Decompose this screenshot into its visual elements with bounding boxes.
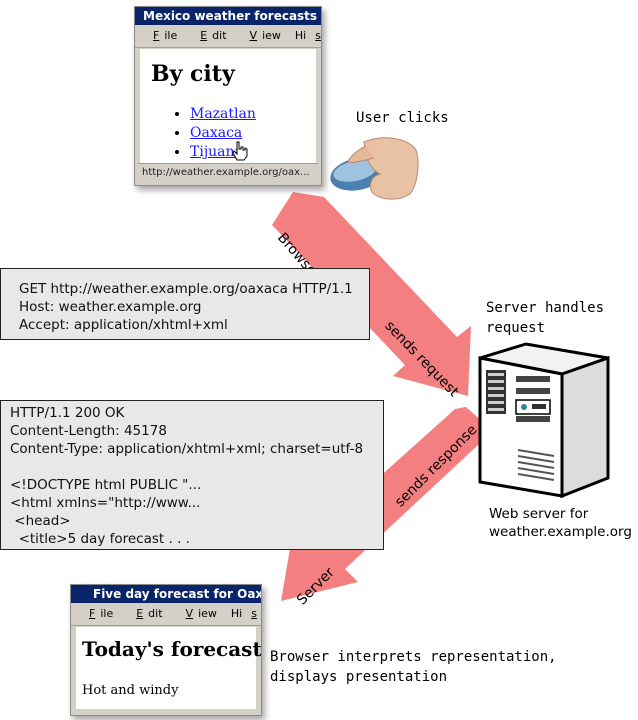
browser-interprets-label: Browser interprets representation, displ… xyxy=(270,649,557,685)
menu-bar: FileEditViewHistoryBoo xyxy=(135,25,321,48)
hand-cursor-icon xyxy=(232,141,248,161)
page-heading: By city xyxy=(151,61,235,87)
request-arrow xyxy=(272,192,471,396)
menu-history[interactable]: History xyxy=(230,607,257,620)
browser-title: Mexico weather forecasts - xyxy=(135,7,321,25)
server-caption: Web server for weather.example.org xyxy=(489,506,632,540)
link[interactable]: Oaxaca xyxy=(190,125,243,141)
http-request-box: GET http://weather.example.org/oaxaca HT… xyxy=(0,268,370,340)
city-link-oaxaca[interactable]: Oaxaca xyxy=(190,124,256,143)
response-arrow xyxy=(281,407,493,601)
menu-bar: FileEditViewHistoryBook xyxy=(71,603,261,626)
city-link-mazatlan[interactable]: Mazatlan xyxy=(190,105,256,124)
server-handles-label: Server handles request xyxy=(486,300,605,336)
page-content: Today's forecast Hot and windy xyxy=(76,627,261,709)
user-clicks-label: User clicks xyxy=(356,110,449,126)
city-list: Mazatlan Oaxaca Tijuana xyxy=(154,105,256,162)
page-content: By city Mazatlan Oaxaca Tijuana xyxy=(140,49,316,163)
status-bar: http://weather.example.org/oax... xyxy=(138,163,318,182)
browser-title: Five day forecast for Oaxaca - xyxy=(71,585,261,603)
mouse-hand-icon xyxy=(330,137,419,200)
forecast-text: Hot and windy xyxy=(82,683,179,698)
link[interactable]: Mazatlan xyxy=(190,106,256,122)
server-icon xyxy=(478,342,610,499)
city-link-tijuana[interactable]: Tijuana xyxy=(190,143,256,162)
link[interactable]: Tijuana xyxy=(190,144,243,160)
menu-history[interactable]: History xyxy=(294,29,321,42)
http-response-box: HTTP/1.1 200 OK Content-Length: 45178 Co… xyxy=(0,400,384,550)
page-heading: Today's forecast xyxy=(82,637,262,661)
